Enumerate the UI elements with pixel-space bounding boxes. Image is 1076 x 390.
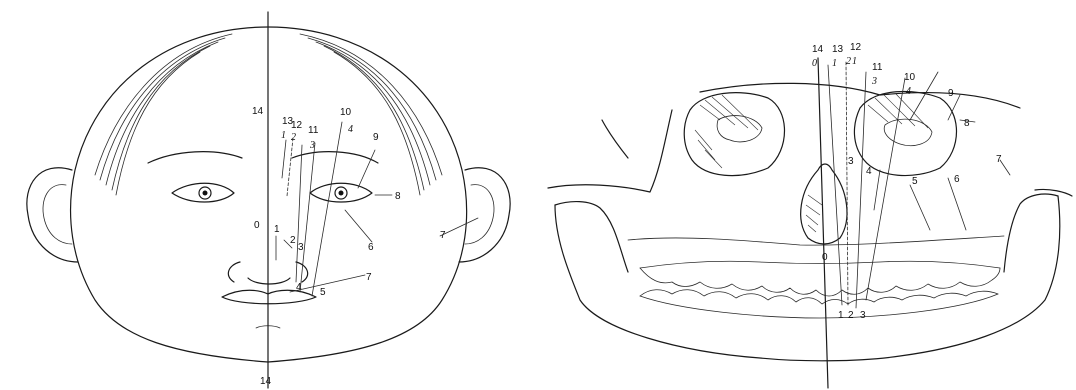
face-label-i2: 2 [291,132,296,143]
orbit-left [684,93,784,176]
skull-measurement-lines [828,62,1010,308]
face-label-14-bottom: 14 [260,376,272,387]
skull-label-i3: 3 [871,76,877,87]
lower-teeth [640,290,998,318]
skull-label-i1: 1 [832,58,837,69]
skull-label-i1b: 1 [852,56,857,67]
skull-label-9: 9 [948,88,954,99]
face-label-12: 12 [291,120,303,131]
face-label-7-lip: 7 [366,272,372,283]
face-label-1-nose: 1 [274,224,280,235]
face-label-2-nose: 2 [290,235,296,246]
orbit-left-hatch [695,95,762,168]
skull-label-b1: 1 [838,310,844,321]
skull-label-12: 12 [850,42,862,53]
ear-left-inner [43,185,72,244]
eyebrow-left [148,152,242,163]
skull-label-3-orbit: 3 [848,156,854,167]
ramus-right [1004,194,1058,272]
hair-right [300,34,442,195]
skull-label-i2: 2 [846,56,851,67]
skull-label-i0: 0 [812,58,817,69]
skull-label-5: 5 [912,176,918,187]
skull-label-b2: 2 [848,310,854,321]
skull-label-14: 14 [812,44,824,55]
skull-panel: 14 13 12 11 10 9 8 7 6 5 4 3 0 1 2 3 0 1… [548,42,1072,388]
skull-label-6: 6 [954,174,960,185]
skull-label-b3: 3 [860,310,866,321]
mouth [222,290,316,304]
face-label-8: 8 [395,191,401,202]
skull-label-11: 11 [872,62,883,73]
hair-left [95,34,232,195]
skull-label-0: 0 [822,252,828,263]
face-label-7-cheek: 7 [440,230,446,241]
nasal-hatch [806,195,822,232]
skull-label-10: 10 [904,72,916,83]
alveolar-line [628,236,1004,245]
face-panel: 14 14 13 12 11 10 9 8 7 7 6 5 4 3 2 1 0 … [27,12,510,388]
face-label-i3: 3 [309,140,315,151]
face-label-10: 10 [340,107,352,118]
face-label-4: 4 [296,282,302,293]
skull-label-13: 13 [832,44,844,55]
orbit-right-hatch [868,94,932,146]
skull-label-i4: 4 [906,86,911,97]
mandible [555,196,1060,361]
pupil-left [203,191,208,196]
face-label-3-nose: 3 [298,242,304,253]
skull-label-7: 7 [996,154,1002,165]
skull-label-4: 4 [866,166,872,177]
face-label-i4: 4 [348,124,353,135]
ear-right-inner [465,185,494,244]
face-label-i1: 1 [281,130,286,141]
face-label-14-top: 14 [252,106,264,117]
skull-label-8: 8 [964,118,970,129]
face-label-6: 6 [368,242,374,253]
pupil-right [339,191,344,196]
face-label-11: 11 [308,125,319,136]
face-label-0: 0 [254,220,260,231]
face-label-5: 5 [320,287,326,298]
skull-midline [818,58,828,388]
face-label-9: 9 [373,132,379,143]
skull-upper-outline [548,83,1072,196]
